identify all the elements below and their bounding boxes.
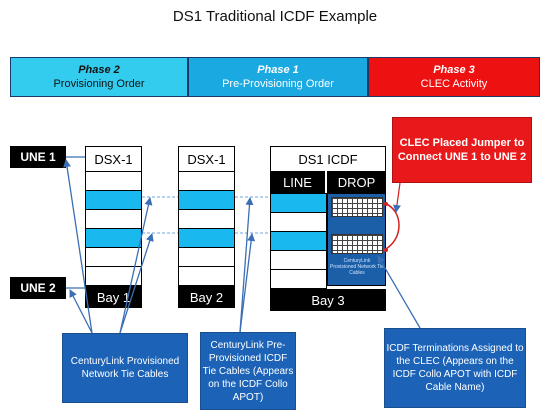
bay-1-row [85,248,142,267]
une-2-label: UNE 2 [10,277,66,299]
phase-2-name: Phase 2 [78,64,120,76]
line-row [270,213,327,232]
bay-2-row [178,267,235,286]
line-row-cyan [270,232,327,251]
bay-1-footer: Bay 1 [85,286,142,308]
drop-caption: CenturyLink Provisioned Network Tie Cabl… [330,258,384,276]
bay-1-row-cyan [85,191,142,210]
bay-2-header: DSX-1 [178,146,235,171]
bay-1-row-cyan [85,229,142,248]
bay-3-body: CenturyLink Provisioned Network Tie Cabl… [270,193,386,289]
line-row [270,270,327,289]
bay-2-row [178,171,235,191]
bay-1: DSX-1 Bay 1 [85,146,142,308]
pre-provisioned-arrow [239,233,256,333]
bay-3: DS1 ICDF LINE DROP CenturyLink Provision… [270,146,386,311]
bay-3-header: DS1 ICDF [270,146,386,171]
line-row [270,251,327,270]
icdf-terminations-note: ICDF Terminations Assigned to the CLEC (… [384,328,526,408]
pre-provisioned-tie-cables-note: CenturyLink Pre-Provisioned ICDF Tie Cab… [200,332,296,410]
phase-1-box: Phase 1 Pre-Provisioning Order [188,57,368,97]
clec-note-pointer [392,182,401,213]
line-row-cyan [270,193,327,213]
line-column [270,193,327,289]
clec-jumper-curve [383,202,400,251]
drop-subheader: DROP [327,171,386,193]
bay-3-footer: Bay 3 [270,289,386,311]
termination-grid [331,197,383,217]
bay-2-footer: Bay 2 [178,286,235,308]
bay-1-row [85,171,142,191]
bay-3-subheaders: LINE DROP [270,171,386,193]
line-subheader: LINE [270,171,328,193]
bay-1-header: DSX-1 [85,146,142,171]
phase-3-name: Phase 3 [433,64,475,76]
phase-2-box: Phase 2 Provisioning Order [10,57,188,97]
bay-1-row [85,210,142,229]
bay-1-row [85,267,142,286]
bay-2-row-cyan [178,191,235,210]
phase-3-box: Phase 3 CLEC Activity [368,57,540,97]
diagram-title: DS1 Traditional ICDF Example [172,8,378,25]
phase-3-label: CLEC Activity [420,78,488,90]
bay-2-row-cyan [178,229,235,248]
phase-2-label: Provisioning Order [53,78,145,90]
une-1-label: UNE 1 [10,146,66,168]
pre-provisioned-arrow [239,197,254,333]
provisioned-tie-cables-note: CenturyLink Provisioned Network Tie Cabl… [62,333,188,403]
phase-1-name: Phase 1 [257,64,299,76]
bay-2-row [178,210,235,229]
bay-2-row [178,248,235,267]
bay-2: DSX-1 Bay 2 [178,146,235,308]
phase-1-label: Pre-Provisioning Order [222,78,334,90]
drop-column: CenturyLink Provisioned Network Tie Cabl… [327,193,386,286]
clec-jumper-note: CLEC Placed Jumper to Connect UNE 1 to U… [392,117,532,183]
termination-grid [331,234,383,254]
